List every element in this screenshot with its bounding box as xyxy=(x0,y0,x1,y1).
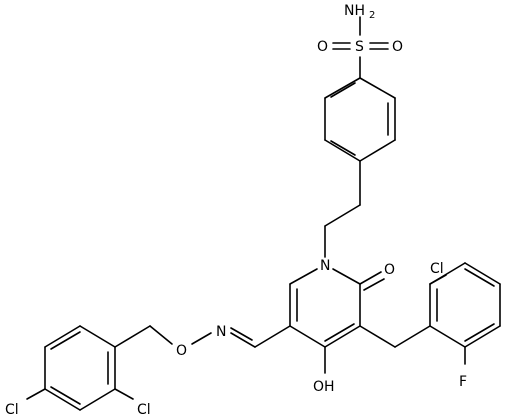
ring-nitrogen-label: N xyxy=(320,258,330,274)
sulfur-label: S xyxy=(355,39,364,55)
amine-nh2-label: NH xyxy=(344,3,365,19)
bonds xyxy=(26,16,501,411)
sulfonyl-oxygen-right-label: O xyxy=(392,39,403,55)
fluorine-label: F xyxy=(459,374,467,390)
carbonyl-oxygen-label: O xyxy=(384,262,395,278)
oxime-oxygen-label: O xyxy=(176,343,187,359)
hydroxyl-label: OH xyxy=(313,379,335,395)
atom-labels: NH 2 S O O N O Cl F OH N O Cl Cl xyxy=(5,3,467,418)
oxime-nitrogen-label: N xyxy=(216,324,226,340)
chlorine-right-label: Cl xyxy=(137,402,151,418)
chlorine-top-label: Cl xyxy=(430,261,444,277)
amine-subscript-label: 2 xyxy=(369,10,375,21)
chlorine-left-label: Cl xyxy=(5,402,19,418)
sulfonyl-oxygen-left-label: O xyxy=(317,39,328,55)
